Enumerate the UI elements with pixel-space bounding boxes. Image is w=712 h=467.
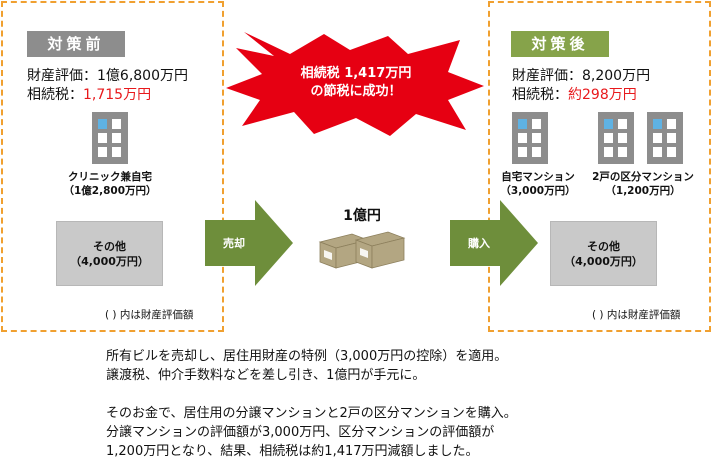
- after-other-name: その他: [587, 239, 620, 253]
- buy-arrow-icon: [450, 200, 538, 286]
- money-label: 1億円: [343, 208, 381, 224]
- before-tax-label: 相続税：: [27, 87, 83, 103]
- after-note: ( ) 内は財産評価額: [592, 309, 681, 321]
- description-line-5: 1,200万円となり、結果、相続税は約1,417万円減額しました。: [106, 444, 479, 459]
- unit-mansion-icon-1: [598, 112, 634, 164]
- burst-line-2: の節税に成功！: [310, 84, 402, 99]
- unit-mansion-icon-2: [647, 112, 683, 164]
- burst-text: 相続税 1,417万円 の節税に成功！: [262, 65, 450, 101]
- unit-mansion-caption: 2戸の区分マンション （1,200万円）: [582, 170, 704, 198]
- sell-label: 売却: [223, 237, 245, 250]
- after-valuation-label: 財産評価：: [512, 68, 582, 84]
- before-panel: [1, 1, 224, 332]
- after-valuation-value: 8,200万円: [582, 68, 651, 84]
- before-other-box: その他 （4,000万円）: [56, 221, 163, 286]
- clinic-building-icon: [92, 112, 128, 164]
- before-valuation-label: 財産評価：: [27, 68, 97, 84]
- after-tax: 相続税：約298万円: [512, 86, 637, 105]
- before-other-name: その他: [93, 239, 126, 253]
- after-other-box: その他 （4,000万円）: [550, 221, 657, 286]
- money-stack-icon: [318, 231, 406, 269]
- before-other-value: （4,000万円）: [70, 254, 149, 268]
- before-valuation-value: 1億6,800万円: [97, 68, 188, 84]
- success-burst-icon: [226, 32, 484, 136]
- unit-mansion-name: 2戸の区分マンション: [592, 171, 694, 183]
- description-line-4: 分譲マンションの評価額が3,000万円、区分マンションの評価額が: [106, 425, 495, 440]
- burst-line-1: 相続税 1,417万円: [300, 66, 412, 81]
- after-other-value: （4,000万円）: [564, 254, 643, 268]
- unit-mansion-value: （1,200万円）: [605, 185, 681, 197]
- before-valuation: 財産評価：1億6,800万円: [27, 67, 188, 86]
- before-tax: 相続税：1,715万円: [27, 86, 151, 105]
- after-tax-value: 約298万円: [568, 87, 637, 103]
- description-line-2: 譲渡税、仲介手数料などを差し引き、1億円が手元に。: [106, 368, 426, 383]
- after-valuation: 財産評価：8,200万円: [512, 67, 650, 86]
- after-tax-label: 相続税：: [512, 87, 568, 103]
- clinic-building-value: （1億2,800万円）: [63, 185, 157, 197]
- description-line-1: 所有ビルを売却し、居住用財産の特例（3,000万円の控除）を適用。: [106, 349, 508, 364]
- after-panel: [488, 1, 711, 332]
- home-mansion-value: （3,000万円）: [500, 185, 576, 197]
- clinic-building-caption: クリニック兼自宅 （1億2,800万円）: [40, 170, 180, 198]
- before-note: ( ) 内は財産評価額: [105, 309, 194, 321]
- home-mansion-caption: 自宅マンション （3,000万円）: [492, 170, 584, 198]
- description-line-3: そのお金で、居住用の分譲マンションと2戸の区分マンションを購入。: [106, 406, 517, 421]
- after-label: 対策後: [511, 31, 609, 57]
- sell-arrow-icon: [205, 200, 293, 286]
- home-mansion-icon: [512, 112, 548, 164]
- home-mansion-name: 自宅マンション: [501, 171, 575, 183]
- before-tax-value: 1,715万円: [83, 87, 152, 103]
- buy-label: 購入: [468, 237, 490, 250]
- before-label: 対策前: [27, 31, 125, 57]
- clinic-building-name: クリニック兼自宅: [68, 171, 152, 183]
